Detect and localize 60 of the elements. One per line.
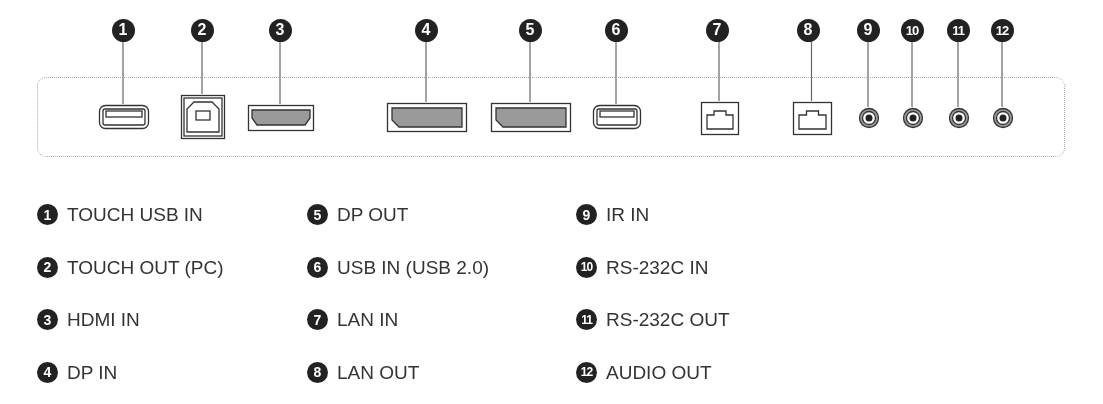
callout-number: 4 — [37, 361, 58, 383]
audio-jack-icon — [903, 108, 923, 128]
audio-jack-icon — [949, 108, 969, 128]
port-label: TOUCH OUT (PC) — [67, 255, 224, 279]
callout-number: 10 — [900, 18, 924, 42]
callout-number: 2 — [190, 18, 214, 42]
usb-port-icon — [99, 105, 149, 129]
leader-line — [1001, 40, 1003, 108]
leader-line — [122, 40, 124, 105]
port-label: LAN OUT — [337, 360, 420, 384]
ethernet-port-icon — [793, 102, 832, 135]
port-label: LAN IN — [337, 308, 399, 331]
callout-number: 9 — [576, 204, 597, 225]
callout-number: 2 — [37, 256, 58, 278]
port-label: HDMI IN — [67, 308, 140, 331]
port-label: TOUCH USB IN — [67, 203, 203, 226]
leader-line — [615, 40, 617, 105]
leader-line — [201, 40, 203, 95]
leader-line — [425, 40, 427, 103]
leader-line — [279, 40, 281, 105]
usb-b-port-icon — [181, 95, 225, 139]
port-label: RS-232C IN — [606, 255, 709, 279]
callout-number: 6 — [604, 18, 628, 42]
leader-line — [957, 40, 959, 108]
callout-number: 3 — [268, 18, 292, 42]
callout-number: 10 — [576, 256, 597, 278]
leader-line — [529, 40, 531, 103]
port-label: DP IN — [67, 360, 118, 384]
callout-number: 4 — [414, 18, 438, 42]
leader-line — [718, 40, 720, 102]
callout-number: 8 — [307, 361, 328, 383]
callout-number: 3 — [37, 309, 58, 330]
port-label: AUDIO OUT — [606, 360, 712, 384]
callout-number: 8 — [796, 18, 820, 42]
callout-number: 5 — [518, 18, 542, 42]
callout-number: 11 — [946, 18, 970, 42]
leader-line — [911, 40, 913, 108]
callout-number: 1 — [111, 18, 135, 42]
callout-number: 12 — [990, 18, 1014, 42]
port-label: IR IN — [606, 203, 650, 226]
ethernet-port-icon — [701, 102, 739, 135]
callout-number: 11 — [576, 309, 597, 330]
callout-number: 7 — [705, 18, 729, 42]
audio-jack-icon — [993, 108, 1013, 128]
displayport-icon — [491, 103, 571, 132]
leader-line — [867, 40, 869, 108]
port-label: DP OUT — [337, 203, 409, 226]
hdmi-port-icon — [248, 105, 314, 131]
usb-port-icon — [593, 105, 641, 129]
callout-number: 1 — [37, 204, 58, 225]
callout-number: 12 — [576, 361, 597, 383]
port-label: RS-232C OUT — [606, 308, 730, 331]
callout-number: 6 — [307, 256, 328, 278]
audio-jack-icon — [859, 108, 879, 128]
callout-number: 9 — [856, 18, 880, 42]
leader-line — [810, 40, 813, 102]
callout-number: 7 — [307, 309, 328, 330]
port-label: USB IN (USB 2.0) — [337, 255, 490, 279]
displayport-icon — [387, 103, 467, 132]
callout-number: 5 — [307, 204, 328, 225]
